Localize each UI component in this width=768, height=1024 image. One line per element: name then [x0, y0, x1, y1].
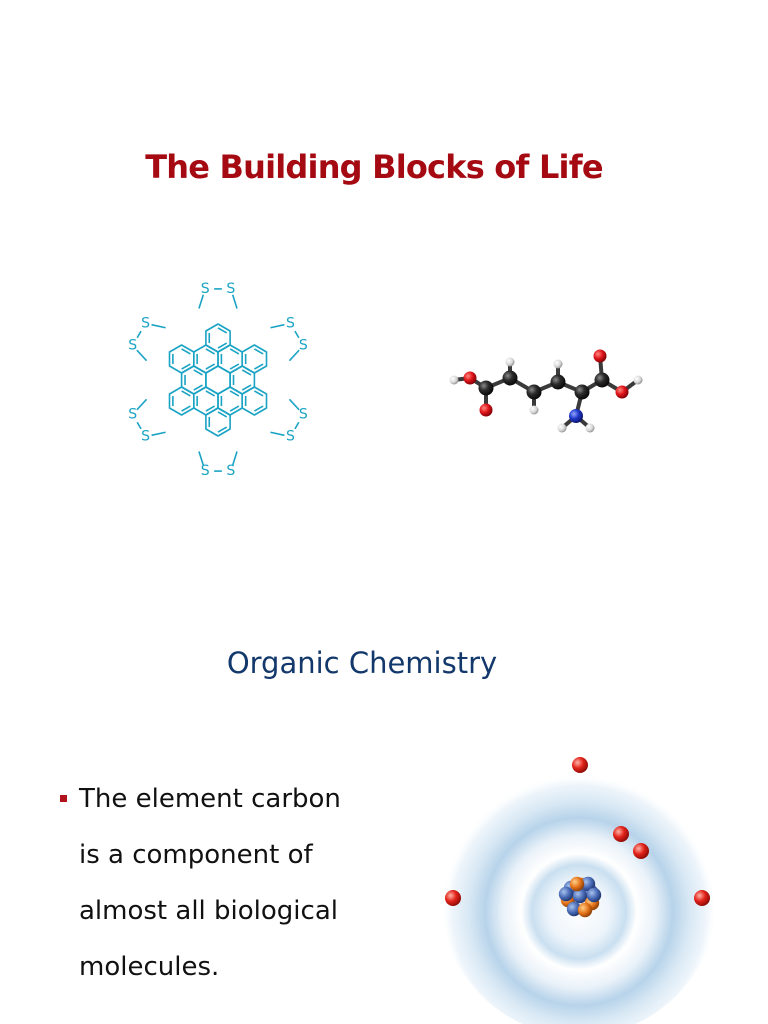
- svg-text:S: S: [141, 429, 150, 445]
- svg-text:S: S: [141, 315, 150, 331]
- svg-text:S: S: [226, 463, 235, 479]
- bullet-text-line: is a component of: [79, 840, 313, 870]
- slide-title: The Building Blocks of Life: [145, 148, 603, 186]
- svg-text:S: S: [128, 338, 137, 354]
- svg-text:S: S: [201, 281, 210, 297]
- svg-text:S: S: [128, 406, 137, 422]
- svg-text:S: S: [299, 338, 308, 354]
- svg-text:S: S: [286, 429, 295, 445]
- svg-text:S: S: [286, 315, 295, 331]
- bullet-text-line: almost all biological: [79, 896, 338, 926]
- ball-and-stick-molecule-icon: [449, 349, 643, 433]
- bullet-text-line: The element carbon: [79, 784, 341, 814]
- svg-text:S: S: [201, 463, 210, 479]
- square-bullet-icon: [60, 795, 67, 802]
- svg-text:S: S: [299, 406, 308, 422]
- bullet-text-line: molecules.: [79, 952, 220, 982]
- svg-text:S: S: [226, 281, 235, 297]
- carbon-atom-model-icon: [441, 757, 717, 1024]
- slide-subtitle: Organic Chemistry: [226, 646, 498, 680]
